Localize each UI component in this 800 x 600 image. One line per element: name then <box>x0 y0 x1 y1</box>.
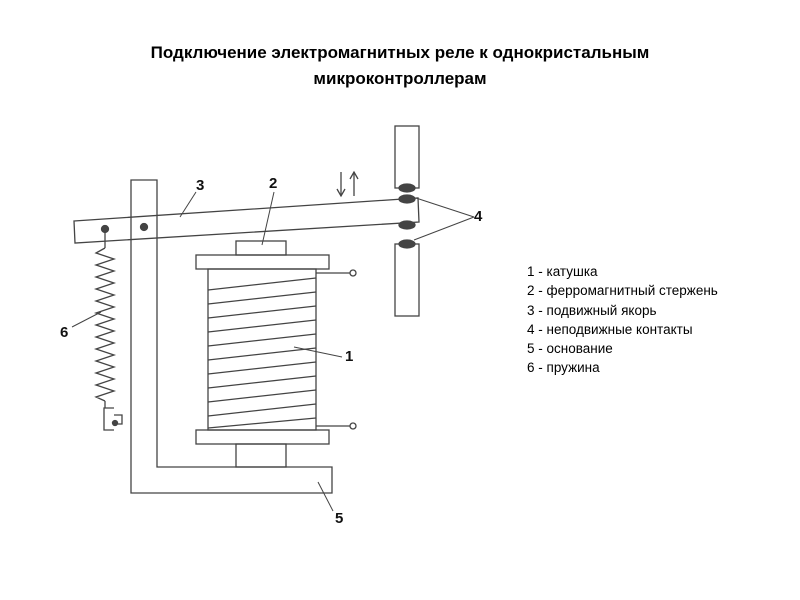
spring-anchor-top <box>100 224 110 234</box>
legend-item-base: 5 - основание <box>527 341 613 357</box>
label-core: 2 <box>269 175 277 192</box>
legend-item-spring: 6 - пружина <box>527 360 600 376</box>
coil <box>195 254 357 445</box>
page-title: Подключение электромагнитных реле к одно… <box>0 40 800 92</box>
core-top <box>235 240 287 256</box>
label-contacts: 4 <box>474 208 483 225</box>
legend-item-core: 2 - ферромагнитный стержень <box>527 283 718 299</box>
label-spring: 6 <box>60 324 68 341</box>
title-line-2: микроконтроллерам <box>313 69 487 88</box>
armature-pivot <box>139 222 149 232</box>
label-coil: 1 <box>345 348 353 365</box>
legend-item-coil: 1 - катушка <box>527 264 598 279</box>
label-base: 5 <box>335 510 343 527</box>
legend-item-contacts: 4 - неподвижные контакты <box>527 321 693 337</box>
label-armature: 3 <box>196 177 204 194</box>
armature-lever <box>73 197 420 244</box>
core-bottom <box>235 443 287 468</box>
motion-arrows-icon <box>336 170 359 198</box>
legend: 1 - катушка 2 - ферромагнитный стержень … <box>527 262 718 378</box>
title-line-1: Подключение электромагнитных реле к одно… <box>150 43 650 62</box>
spring <box>93 232 123 431</box>
relay-base <box>130 179 333 494</box>
fixed-contacts <box>394 125 420 317</box>
legend-item-armature: 3 - подвижный якорь <box>527 302 657 318</box>
leader-lines <box>71 191 475 512</box>
